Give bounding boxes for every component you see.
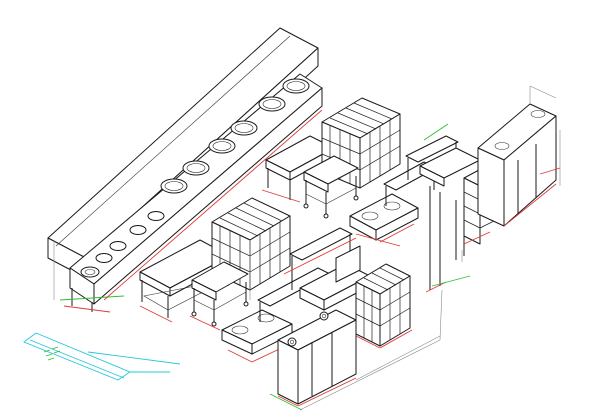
sink-counter-right [477, 85, 561, 227]
sink-unit-center [349, 193, 419, 247]
shelving-rack-bottom [355, 263, 413, 349]
small-burners [80, 211, 165, 278]
shelving-rack-top [321, 97, 401, 189]
cabinet-bottom [269, 309, 357, 411]
pass-shelf-bottom [257, 227, 357, 322]
trolley-cart-top [303, 155, 359, 219]
floor-marking-cyan [23, 332, 181, 381]
trolley-cart-left [189, 261, 249, 331]
wok-burners [160, 78, 310, 194]
counter-center [419, 147, 481, 293]
floor-boundaries [249, 130, 561, 411]
floor-marking-green-dashes [43, 346, 61, 361]
